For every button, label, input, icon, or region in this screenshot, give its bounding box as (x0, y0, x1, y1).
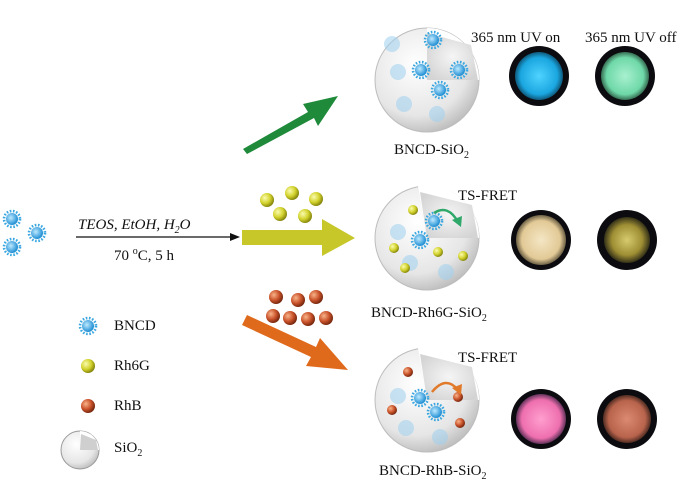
rh6g-sphere-icon (81, 359, 95, 373)
legend-label-sio2: SiO2 (114, 440, 143, 459)
photo-rh6g-uv-off (597, 210, 657, 270)
photo-bncd-uv-off (595, 46, 655, 106)
rhb-sphere-icon (81, 399, 95, 413)
bncd-rhb-sio2-sphere (374, 347, 480, 453)
photo-rh6g-uv-on (511, 210, 571, 270)
product-name-bncd-rh6g-sio2: BNCD-Rh6G-SiO2 (371, 305, 487, 324)
product-name-bncd-rhb-sio2: BNCD-RhB-SiO2 (379, 463, 487, 482)
legend-label-rhb: RhB (114, 398, 142, 414)
bncd-sio2-sphere (374, 27, 480, 133)
legend-label-rh6g: Rh6G (114, 358, 150, 374)
ts-fret-label-rh6g: TS-FRET (458, 188, 518, 204)
reaction-conditions-temperature: 70 oC, 5 h (114, 246, 175, 264)
starting-bncd-particles (2, 209, 47, 257)
bncd-rh6g-sio2-sphere (374, 185, 480, 291)
rhb-cluster (266, 290, 333, 326)
product-name-bncd-sio2: BNCD-SiO2 (394, 142, 470, 161)
yellow-arrow-icon (242, 219, 355, 256)
reaction-conditions-reagents: TEOS, EtOH, H2O (78, 217, 191, 236)
legend-label-bncd: BNCD (114, 318, 156, 334)
photo-bncd-uv-on (509, 46, 569, 106)
uv-on-header: 365 nm UV on (471, 30, 561, 46)
green-arrow-icon (243, 96, 338, 154)
silica-shell-icon (60, 430, 100, 470)
orange-arrow-icon (242, 315, 348, 370)
rh6g-cluster (260, 186, 323, 223)
photo-rhb-uv-on (511, 389, 571, 449)
photo-rhb-uv-off (597, 389, 657, 449)
legend-icons (60, 316, 100, 470)
uv-off-header: 365 nm UV off (585, 30, 677, 46)
reaction-arrow (76, 233, 240, 241)
bncd-particle-icon (78, 316, 98, 336)
ts-fret-label-rhb: TS-FRET (458, 350, 518, 366)
